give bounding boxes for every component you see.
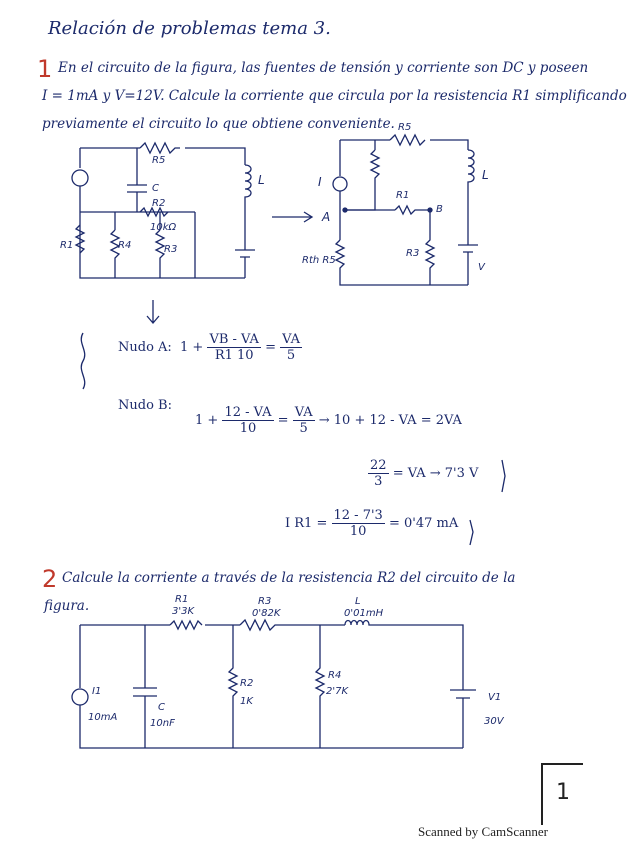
problem-1-line-2: I = 1mA y V=12V. Calcule la corriente qu…: [42, 88, 627, 104]
label-r2: R2: [152, 198, 166, 209]
problem-1-line-3: previamente el circuito lo que obtiene c…: [42, 116, 395, 132]
problem-1-line-1: En el circuito de la figura, las fuentes…: [58, 60, 589, 76]
label-r4: R4: [118, 240, 132, 251]
eq1-rhs-num: VA: [280, 332, 303, 348]
page-title: Relación de problemas tema 3.: [48, 18, 331, 39]
arrow-right: [272, 211, 314, 223]
p2-label-i1: I1: [92, 686, 102, 697]
label-r1-right: R1: [396, 190, 410, 201]
eq1-den: R1 10: [214, 348, 254, 363]
label-node-b: B: [436, 204, 443, 215]
problem-2-line-1: Calcule la corriente a través de la resi…: [62, 570, 516, 586]
eq4-tail: = 0'47 mA: [388, 516, 459, 531]
eq2-tail: → 10 + 12 - VA = 2VA: [318, 413, 462, 428]
p2-label-r3-val: 0'82K: [252, 608, 281, 619]
result-bracket-2: [469, 519, 474, 546]
p2-label-r1-val: 3'3K: [172, 606, 195, 617]
page-number: 1: [556, 780, 570, 805]
eq1-num: VB - VA: [207, 332, 261, 348]
eq2-const: 1 +: [195, 413, 219, 428]
page-number-box: [541, 763, 583, 825]
label-10k: 10kΩ: [150, 222, 177, 233]
label-r5-right: R5: [398, 122, 412, 133]
eq2-rhs-num: VA: [292, 405, 315, 421]
label-rth: Rth R5: [302, 255, 336, 266]
eq1-rhs-den: 5: [286, 348, 296, 363]
p2-label-r4: R4: [328, 670, 342, 681]
p2-label-r1: R1: [175, 594, 189, 605]
p2-label-c: C: [158, 702, 165, 713]
eq1-const: 1 +: [180, 340, 204, 355]
p2-label-l: L: [355, 596, 361, 607]
scanner-watermark: Scanned by CamScanner: [418, 824, 548, 839]
p2-label-c-val: 10nF: [150, 718, 175, 729]
eq4-den: 10: [349, 524, 367, 539]
circuit-problem-2: [71, 618, 476, 749]
p2-label-v1-val: 30V: [484, 716, 504, 727]
eq3-den: 3: [374, 474, 383, 489]
eq3-tail: = VA → 7'3 V: [392, 466, 479, 481]
circuit-drawings: [71, 133, 506, 749]
label-r3-right: R3: [406, 248, 420, 259]
problem-2-line-2: figura.: [44, 598, 90, 614]
p2-label-r2-val: 1K: [240, 696, 253, 707]
label-r5: R5: [152, 155, 166, 166]
label-r1: R1: [60, 240, 74, 251]
eq2-rhs-den: 5: [299, 421, 308, 436]
p2-label-r2: R2: [240, 678, 254, 689]
eq2-den: 10: [239, 421, 257, 436]
node-b-label: Nudo B:: [118, 398, 172, 413]
eq4-lhs: I R1 =: [285, 516, 328, 531]
circuit-left: [71, 141, 255, 279]
label-v-right: V: [478, 262, 485, 273]
label-l-right: L: [482, 168, 489, 182]
eq2-num: 12 - VA: [222, 405, 274, 421]
p2-label-l-val: 0'01mH: [344, 608, 384, 619]
node-a-label: Nudo A:: [118, 340, 172, 355]
problem-2-number: 2: [42, 565, 58, 593]
arrow-down: [146, 300, 160, 324]
label-i: I: [318, 175, 322, 189]
p2-label-r4-val: 2'7K: [326, 686, 349, 697]
p2-label-i1-val: 10mA: [88, 712, 118, 723]
result-bracket-1: [501, 459, 506, 493]
brace: [80, 332, 86, 390]
circuit-right: [332, 133, 478, 286]
label-r3: R3: [164, 244, 178, 255]
problem-1-number: 1: [37, 55, 53, 83]
eq3-num: 22: [368, 458, 389, 474]
label-c: C: [152, 183, 159, 194]
label-l: L: [258, 173, 265, 187]
p2-label-v1: V1: [488, 692, 502, 703]
eq4-num: 12 - 7'3: [331, 508, 385, 524]
label-node-a: A: [322, 210, 331, 224]
p2-label-r3: R3: [258, 596, 272, 607]
